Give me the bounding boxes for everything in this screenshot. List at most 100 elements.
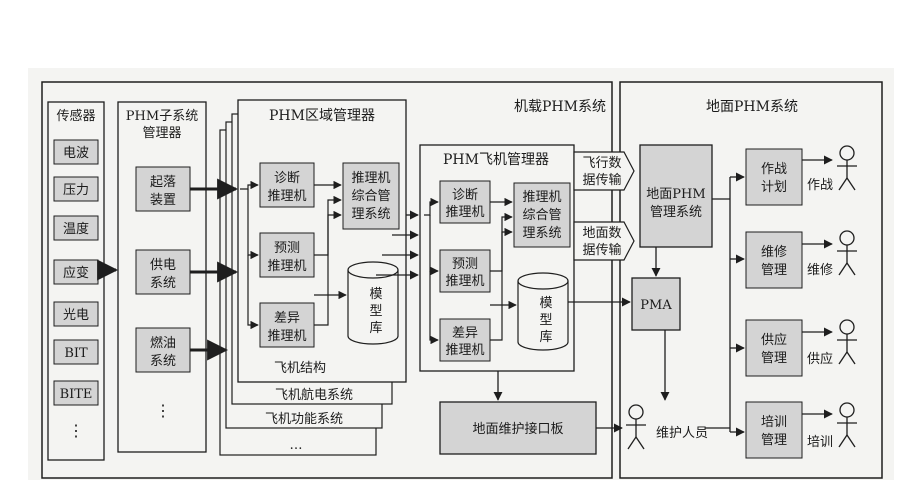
- supply-actor: [837, 319, 857, 365]
- function-label-line2: 管理: [761, 263, 787, 278]
- db-cylinder-body: [517, 281, 569, 351]
- training-actor: [837, 402, 857, 448]
- pma-label: PMA: [640, 298, 672, 313]
- function-label-line2: 计划: [761, 180, 787, 195]
- db-label-line1: 模: [369, 287, 382, 302]
- db-label-line3: 库: [539, 329, 552, 345]
- db-label-line1: 模: [539, 296, 552, 311]
- aircraft-difference-engine: [439, 318, 491, 362]
- db-label-line2: 型: [539, 313, 552, 328]
- sensor-column: [47, 101, 105, 461]
- subsystem-manager-column: [117, 101, 207, 453]
- ground-data-transfer: 地面数 据传输: [573, 221, 635, 261]
- flight-transfer-line2: 据传输: [582, 172, 621, 188]
- sensor-item: [53, 339, 99, 365]
- actor-label: 维修: [807, 263, 833, 278]
- area-model-database: 模 型 库: [347, 261, 399, 345]
- pma-box: [631, 277, 681, 331]
- area-diagnosis-engine: [259, 162, 315, 208]
- subsystem-more: ⋮: [155, 401, 171, 420]
- ground-frame: [619, 81, 883, 479]
- sensor-item: [53, 176, 99, 202]
- integrated-label-line3: 理系统: [522, 226, 561, 241]
- sensor-label: BIT: [64, 346, 88, 361]
- area-difference-engine: [259, 302, 315, 348]
- subsystem-header-line2: 管理器: [142, 126, 181, 141]
- ground-interface-board: [439, 401, 597, 455]
- subsystem-label-line2: 装置: [150, 193, 176, 208]
- function-label-line2: 管理: [761, 351, 787, 366]
- ground-function-box: [745, 319, 803, 377]
- integrated-label-line1: 推理机: [522, 190, 561, 205]
- flight-transfer-line1: 飞行数: [582, 156, 621, 171]
- sensor-label: 光电: [63, 308, 89, 323]
- sensor-item: [53, 215, 99, 241]
- actor-label: 作战: [807, 178, 833, 193]
- ground-manager-line1: 地面PHM: [646, 187, 705, 202]
- subsystem-label-line2: 系统: [150, 276, 176, 291]
- interface-board-label: 地面维护接口板: [472, 421, 563, 437]
- aircraft-integrated-system: [513, 182, 571, 248]
- function-to-actor-arrows: [802, 155, 833, 419]
- area-manager-title: PHM区域管理器: [269, 108, 375, 124]
- function-label-line1: 培训: [761, 414, 787, 430]
- sensor-item: [53, 380, 99, 406]
- sensor-item: [53, 259, 99, 285]
- function-label-line1: 供应: [761, 332, 787, 348]
- engine-label-line1: 诊断: [274, 171, 300, 186]
- engine-label-line2: 推理机: [267, 259, 306, 274]
- db-label-line3: 库: [369, 320, 382, 336]
- sensor-header: 传感器: [56, 108, 95, 124]
- db-cylinder-body: [347, 270, 399, 345]
- sensor-item: [53, 301, 99, 327]
- ground-function-box: [745, 401, 803, 459]
- onboard-frame: [41, 81, 613, 479]
- integrated-label-line3: 理系统: [351, 207, 390, 222]
- stack-structure-label: 飞机结构: [274, 361, 326, 376]
- integrated-label-line1: 推理机: [351, 171, 390, 186]
- ground-function-list: 作战 计划 维修 管理 供应 管理 培训 管理: [745, 148, 803, 459]
- maintenance-actor: [837, 230, 857, 276]
- ground-function-box: [745, 148, 803, 206]
- area-to-aircraft-arrows: [376, 210, 419, 280]
- db-cylinder-top: [517, 272, 569, 290]
- ground-transfer-line2: 据传输: [582, 242, 621, 258]
- stack-more: …: [290, 438, 303, 453]
- stack-avionics-label: 飞机航电系统: [275, 387, 353, 403]
- engine-label-line2: 推理机: [445, 274, 484, 289]
- aircraft-diagnosis-engine: [439, 180, 491, 224]
- sensor-label: 温度: [63, 221, 89, 237]
- subsystem-label-line1: 燃油: [150, 335, 176, 351]
- sensor-more: ⋮: [68, 421, 84, 440]
- area-integrated-system: [342, 162, 400, 230]
- subsystem-item: [135, 327, 191, 373]
- ground-transfer-line1: 地面数: [582, 226, 621, 241]
- ground-phm-manager: [639, 144, 713, 248]
- function-label-line1: 作战: [761, 162, 787, 177]
- combat-actor: [837, 145, 857, 191]
- engine-label-line1: 诊断: [452, 188, 478, 203]
- subsystem-item: [135, 166, 191, 212]
- subsystem-list: 起落 装置 供电 系统 燃油 系统 ⋮: [135, 166, 191, 420]
- db-label-line2: 型: [369, 304, 382, 319]
- subsystem-to-area-arrows: [190, 178, 239, 361]
- engine-label-line2: 推理机: [267, 189, 306, 204]
- subsystem-label-line1: 起落: [150, 175, 176, 190]
- maintainer-label: 维护人员: [656, 426, 708, 441]
- engine-label-line1: 差异: [452, 326, 478, 341]
- engine-label-line1: 差异: [274, 311, 300, 326]
- engine-label-line1: 预测: [452, 257, 478, 272]
- maintainer-actor: [626, 404, 646, 450]
- actor-label: 供应: [807, 351, 833, 367]
- subsystem-label-line1: 供电: [150, 258, 176, 273]
- ground-function-box: [745, 231, 803, 289]
- actor-label: 培训: [807, 434, 833, 450]
- ground-manager-line2: 管理系统: [650, 205, 702, 220]
- flight-data-transfer: 飞行数 据传输: [573, 151, 635, 191]
- aircraft-internal-connectors: [424, 197, 517, 345]
- stack-function-label: 飞机功能系统: [265, 412, 343, 427]
- integrated-label-line2: 综合管: [522, 208, 561, 223]
- sensor-list: 电波 压力 温度 应变 光电 BIT BITE ⋮: [53, 139, 99, 440]
- aircraft-prediction-engine: [439, 249, 491, 293]
